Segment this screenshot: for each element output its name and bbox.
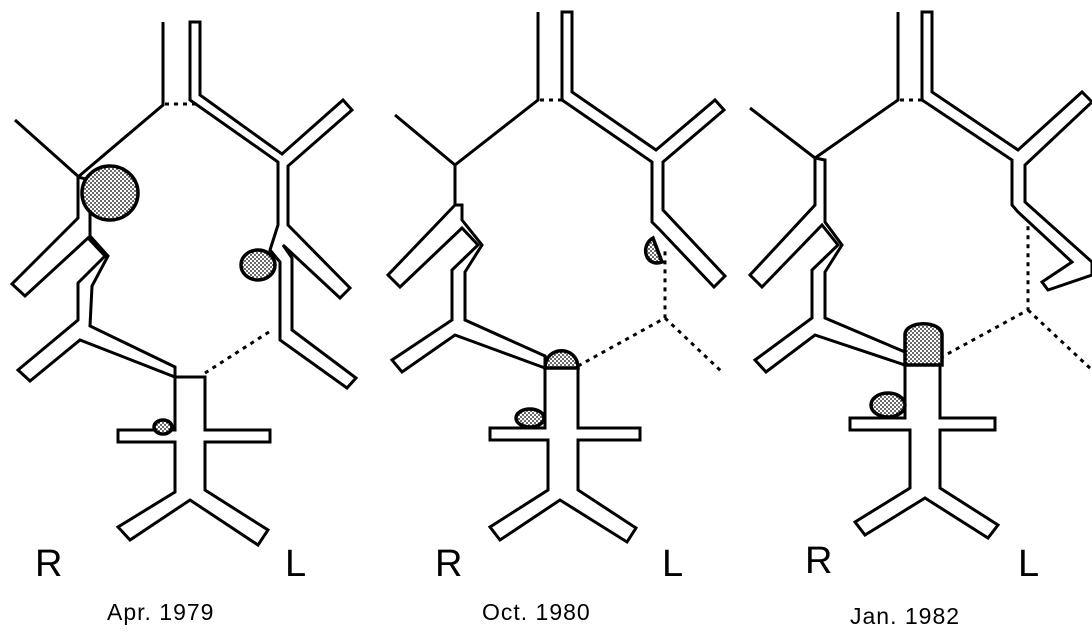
left-side-label: L — [1018, 543, 1039, 585]
left-distal-branch — [1026, 308, 1092, 372]
panel-oct-1980: R L Oct. 1980 — [385, 10, 728, 625]
basilar-artery-vertebrals — [848, 363, 1001, 541]
left-posterior-communicating — [204, 328, 273, 375]
left-distal-branch — [663, 316, 724, 374]
aneurysm-lesion — [643, 235, 665, 265]
right-anterior-cerebral — [814, 12, 900, 160]
aneurysm-lesion — [543, 349, 580, 370]
right-anterior-cerebral — [77, 22, 165, 179]
right-branch-upper — [14, 118, 81, 180]
panel-jan-1982: R L Jan. 1982 — [747, 10, 1092, 629]
right-anterior-cerebral — [453, 12, 540, 205]
left-posterior-communicating — [577, 248, 667, 368]
right-side-label: R — [805, 540, 832, 582]
panel-date-label: Jan. 1982 — [850, 603, 960, 629]
panel-date-label: Apr. 1979 — [107, 599, 214, 625]
aneurysm-lesion — [903, 322, 944, 367]
aneurysm-lesion — [239, 248, 277, 282]
aneurysm-lesion — [152, 418, 174, 436]
right-branch-upper — [394, 113, 456, 167]
basilar-artery-vertebrals — [487, 366, 642, 545]
left-side-label: L — [285, 543, 306, 585]
left-posterior-communicating — [939, 225, 1030, 360]
right-internal-carotid-channel — [385, 203, 547, 375]
right-side-label: R — [35, 543, 62, 585]
left-anterior-cerebral — [560, 10, 728, 290]
basilar-artery-vertebrals — [115, 375, 272, 548]
aneurysm-lesion — [514, 407, 546, 429]
panel-date-label: Oct. 1980 — [482, 599, 591, 625]
right-branch-upper — [749, 106, 816, 160]
aneurysm-lesion — [80, 164, 140, 222]
left-side-label: L — [662, 543, 683, 585]
right-side-label: R — [435, 543, 462, 585]
right-internal-carotid-channel — [747, 156, 907, 375]
right-internal-carotid-channel — [9, 175, 177, 383]
panel-apr-1979: R L Apr. 1979 — [9, 20, 359, 625]
left-anterior-cerebral — [920, 10, 1092, 292]
left-anterior-cerebral — [188, 20, 359, 391]
aneurysm-lesion — [869, 391, 907, 419]
